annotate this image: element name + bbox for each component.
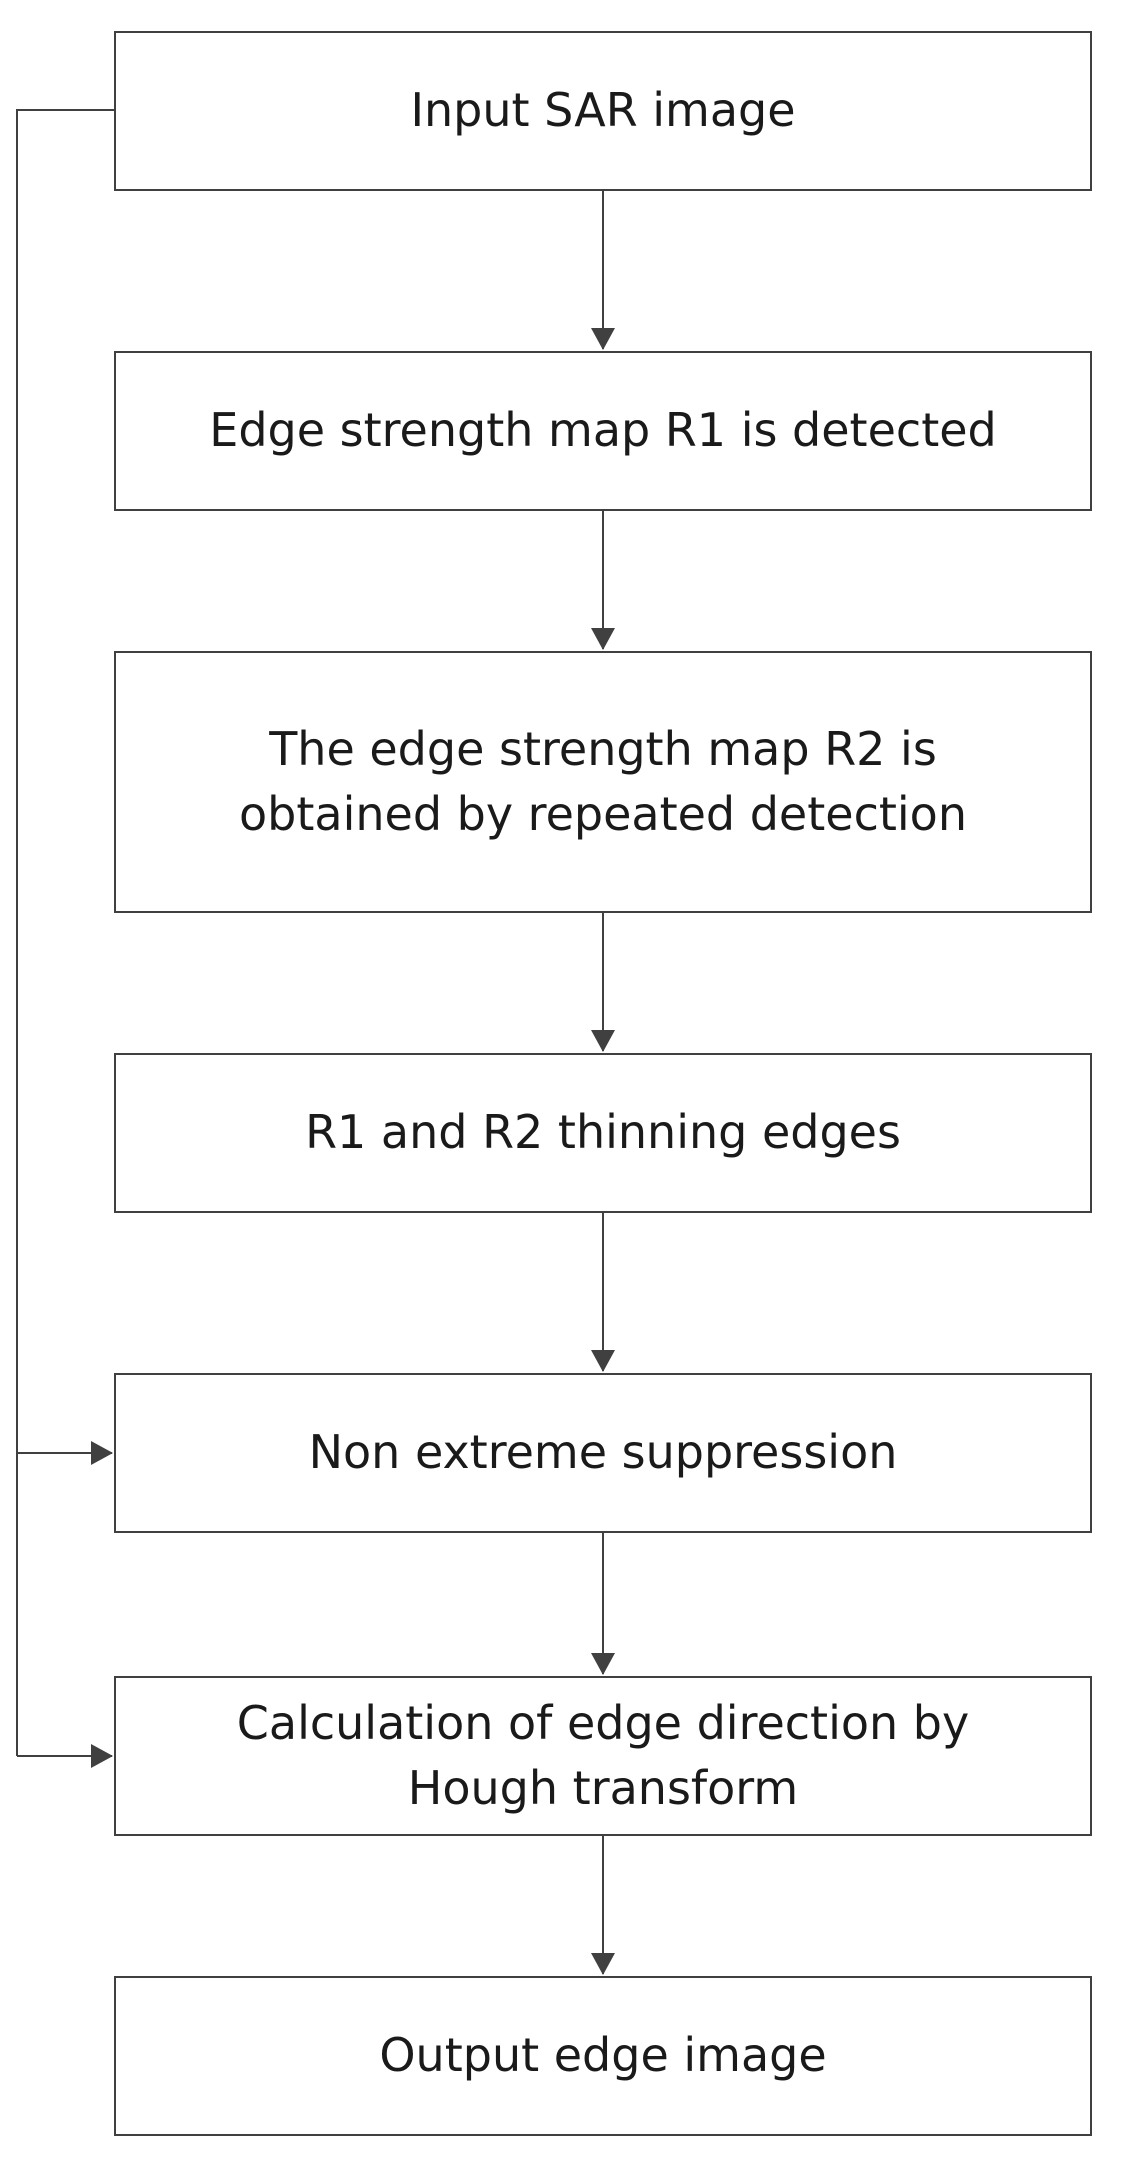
step-label-line: obtained by repeated detection <box>239 787 967 841</box>
step-thinning-edges: R1 and R2 thinning edges <box>114 1053 1092 1213</box>
step-edge-strength-r1: Edge strength map R1 is detected <box>114 351 1092 511</box>
step-label: Edge strength map R1 is detected <box>209 403 997 458</box>
step-hough-transform: Calculation of edge direction by Hough t… <box>114 1676 1092 1836</box>
step-label-line: Calculation of edge direction by <box>236 1695 970 1750</box>
step-label-line: Hough transform <box>407 1761 799 1815</box>
step-label: Non extreme suppression <box>308 1425 898 1480</box>
step-non-extreme-suppression: Non extreme suppression <box>114 1373 1092 1533</box>
step-label: Output edge image <box>379 2028 827 2083</box>
bypass-line <box>16 109 114 1756</box>
step-label: R1 and R2 thinning edges <box>305 1105 901 1160</box>
step-output-edge-image: Output edge image <box>114 1976 1092 2136</box>
step-input-sar-image: Input SAR image <box>114 31 1092 191</box>
step-label: Calculation of edge direction by Hough t… <box>237 1691 969 1822</box>
step-label: The edge strength map R2 is obtained by … <box>239 717 967 848</box>
step-label: Input SAR image <box>410 83 796 138</box>
step-edge-strength-r2: The edge strength map R2 is obtained by … <box>114 651 1092 913</box>
step-label-line: The edge strength map R2 is <box>269 721 937 776</box>
